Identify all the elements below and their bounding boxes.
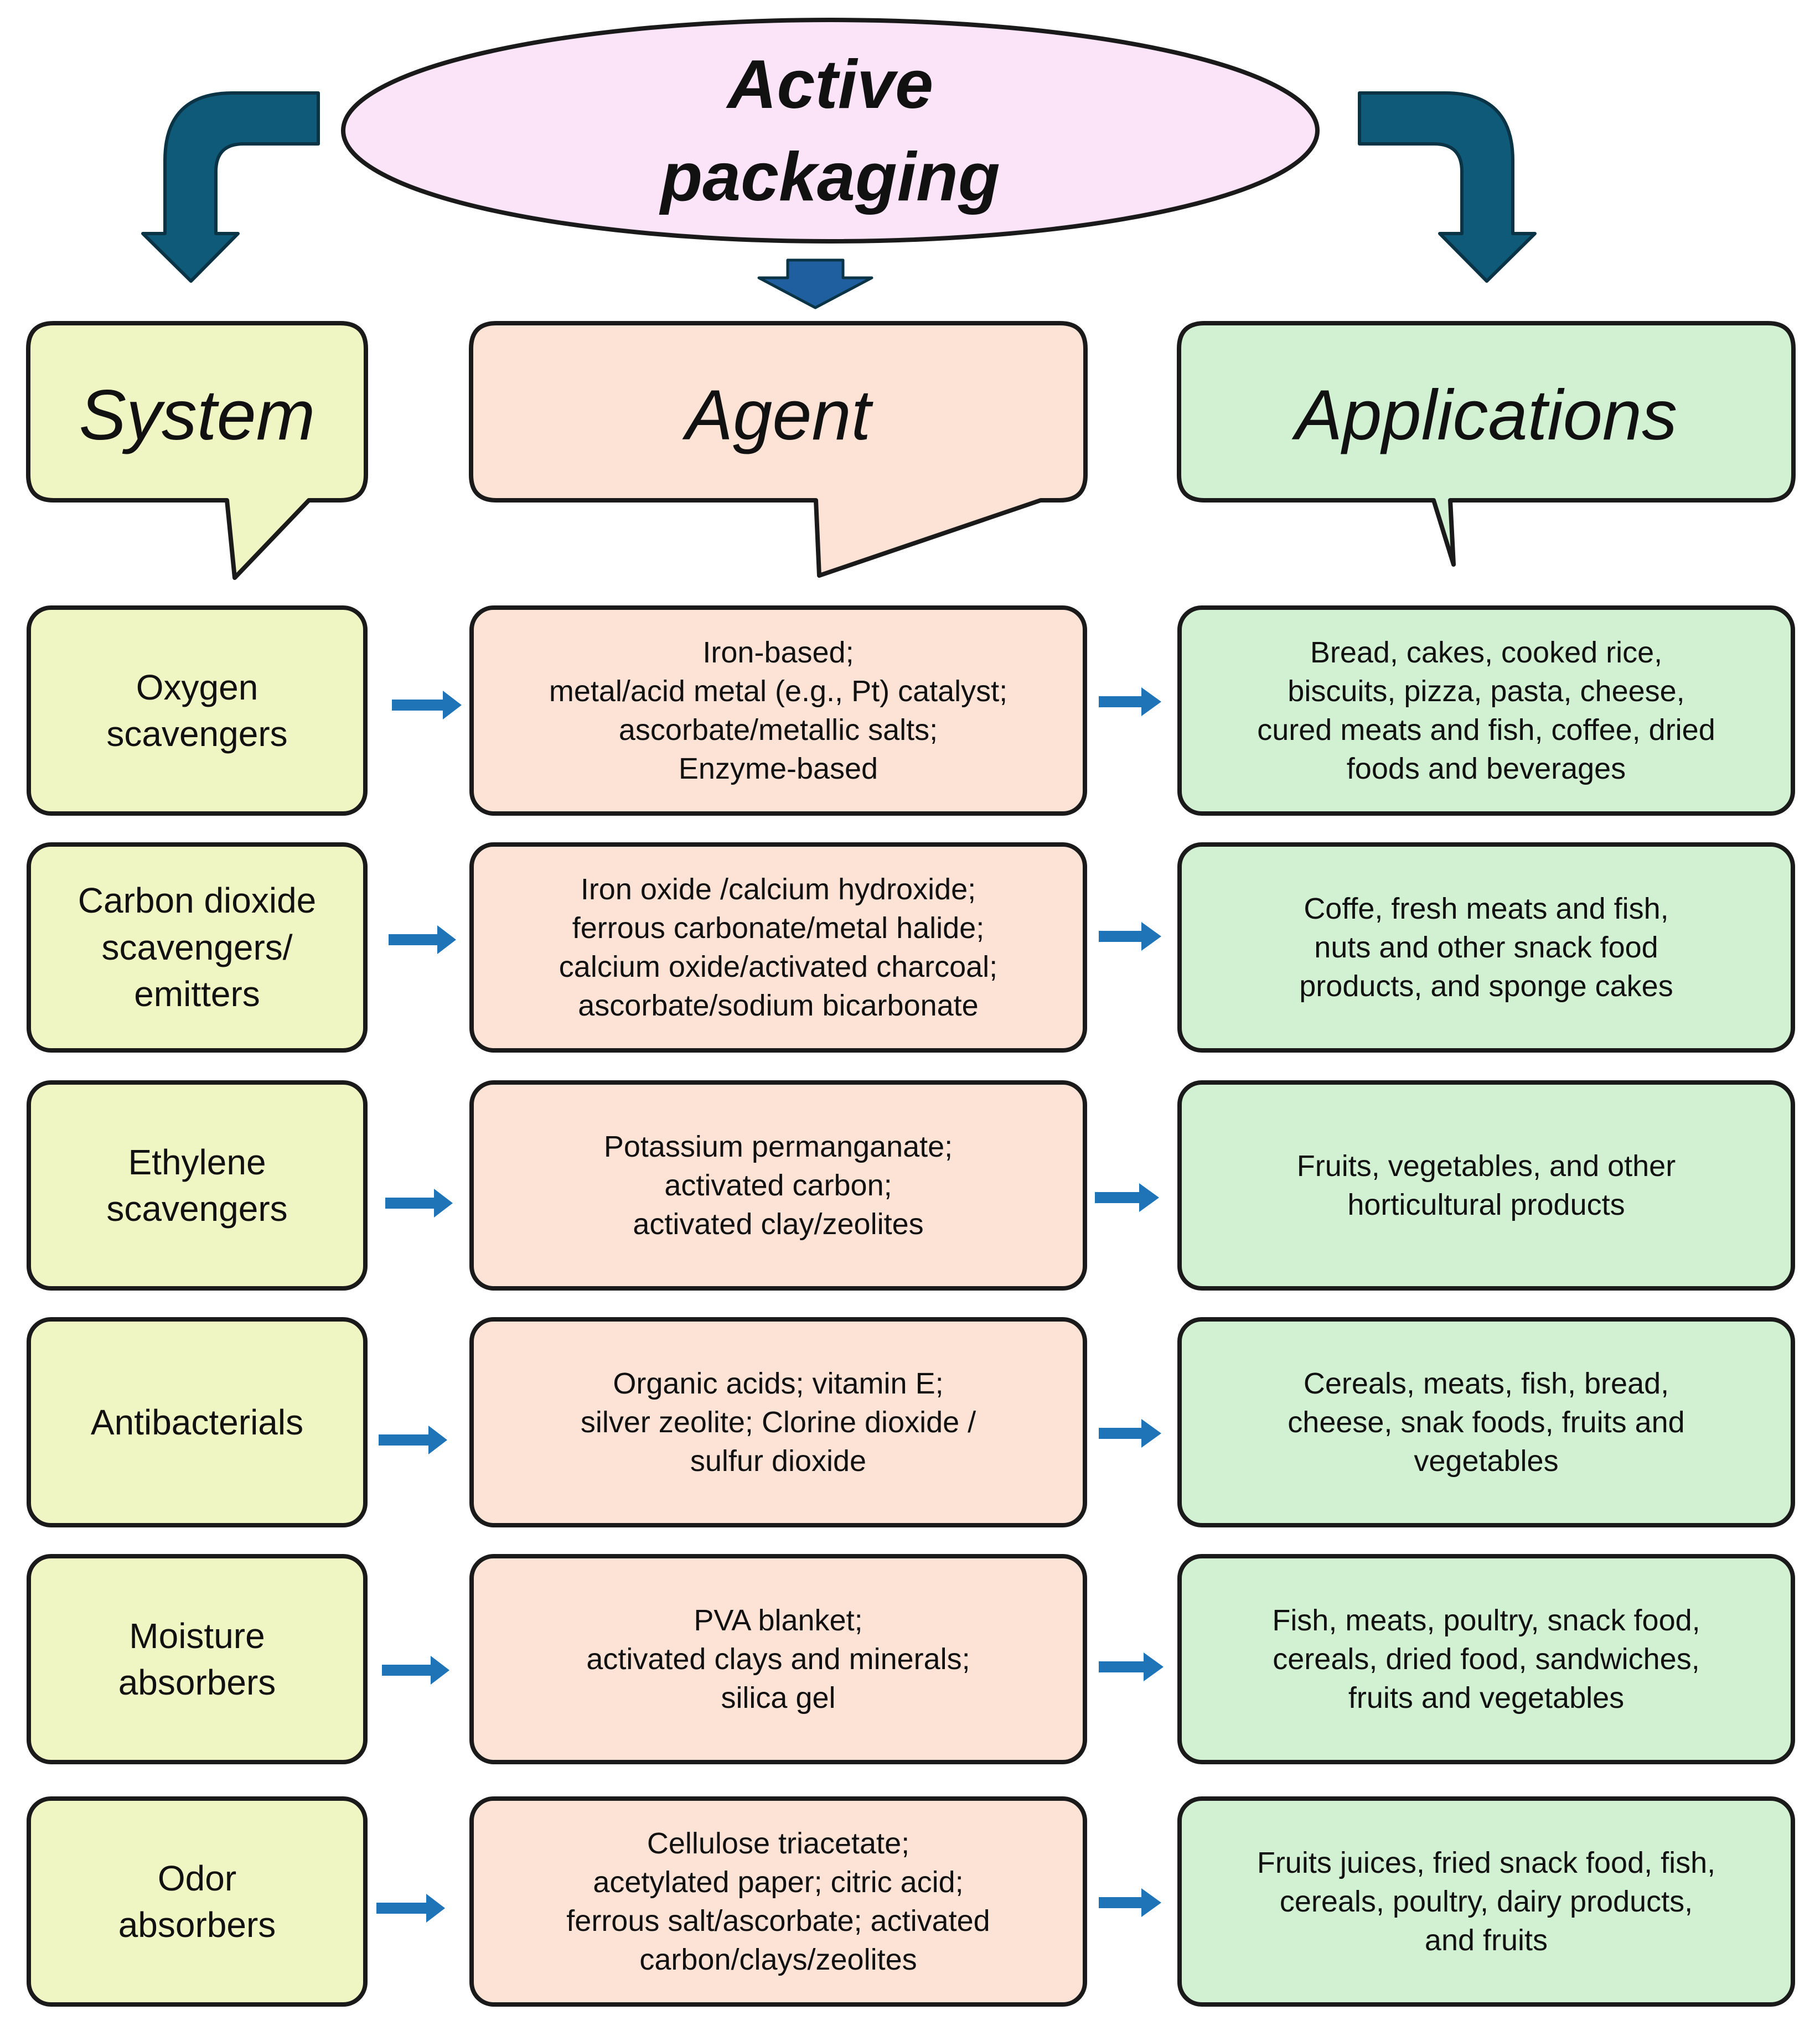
row-5-arrow-agent-to-applications-icon [1099,1653,1164,1681]
row-2-applications-box: Coffe, fresh meats and fish, nuts and ot… [1177,842,1795,1053]
row-3-applications-box: Fruits, vegetables, and other horticultu… [1177,1080,1795,1291]
applications-header-label: Applications [1295,375,1678,455]
row-6-system-box: Odor absorbers [27,1796,368,2007]
row-1-agent-box: Iron-based; metal/acid metal (e.g., Pt) … [469,605,1087,816]
row-6-agent-box: Cellulose triacetate; acetylated paper; … [469,1796,1087,2007]
system-header-bubble [26,321,368,580]
row-4-arrow-system-to-agent-icon [379,1426,447,1454]
row-1-arrow-agent-to-applications-icon [1099,687,1161,716]
down-arrow-icon [757,258,873,309]
row-1-arrow-system-to-agent-icon [392,691,462,719]
curved-arrow-right-icon [1358,91,1537,283]
row-6-arrow-system-to-agent-icon [376,1894,445,1923]
row-3-arrow-system-to-agent-icon [385,1189,453,1218]
title-ellipse [341,18,1320,244]
row-6-arrow-agent-to-applications-icon [1099,1888,1161,1917]
row-2-system-box: Carbon dioxide scavengers/ emitters [27,842,368,1053]
diagram-title: Active packaging [660,46,1000,216]
row-5-system-box: Moisture absorbers [27,1554,368,1764]
curved-arrow-left-icon [141,91,320,283]
row-1-system-box: Oxygen scavengers [27,605,368,816]
agent-header-label: Agent [685,375,871,455]
row-5-applications-box: Fish, meats, poultry, snack food, cereal… [1177,1554,1795,1764]
row-2-arrow-agent-to-applications-icon [1099,922,1161,951]
row-6-applications-box: Fruits juices, fried snack food, fish, c… [1177,1796,1795,2007]
row-4-system-box: Antibacterials [27,1317,368,1527]
row-2-agent-box: Iron oxide /calcium hydroxide; ferrous c… [469,842,1087,1053]
row-4-agent-box: Organic acids; vitamin E; silver zeolite… [469,1317,1087,1527]
agent-header-bubble [469,321,1088,578]
row-4-arrow-agent-to-applications-icon [1099,1419,1161,1448]
row-1-applications-box: Bread, cakes, cooked rice, biscuits, piz… [1177,605,1795,816]
row-5-arrow-system-to-agent-icon [382,1656,449,1685]
row-5-agent-box: PVA blanket; activated clays and mineral… [469,1554,1087,1764]
row-3-arrow-agent-to-applications-icon [1095,1183,1159,1212]
row-3-system-box: Ethylene scavengers [27,1080,368,1291]
row-3-agent-box: Potassium permanganate; activated carbon… [469,1080,1087,1291]
row-2-arrow-system-to-agent-icon [389,925,456,954]
row-4-applications-box: Cereals, meats, fish, bread, cheese, sna… [1177,1317,1795,1527]
system-header-label: System [79,375,316,455]
applications-header-bubble [1177,321,1796,567]
